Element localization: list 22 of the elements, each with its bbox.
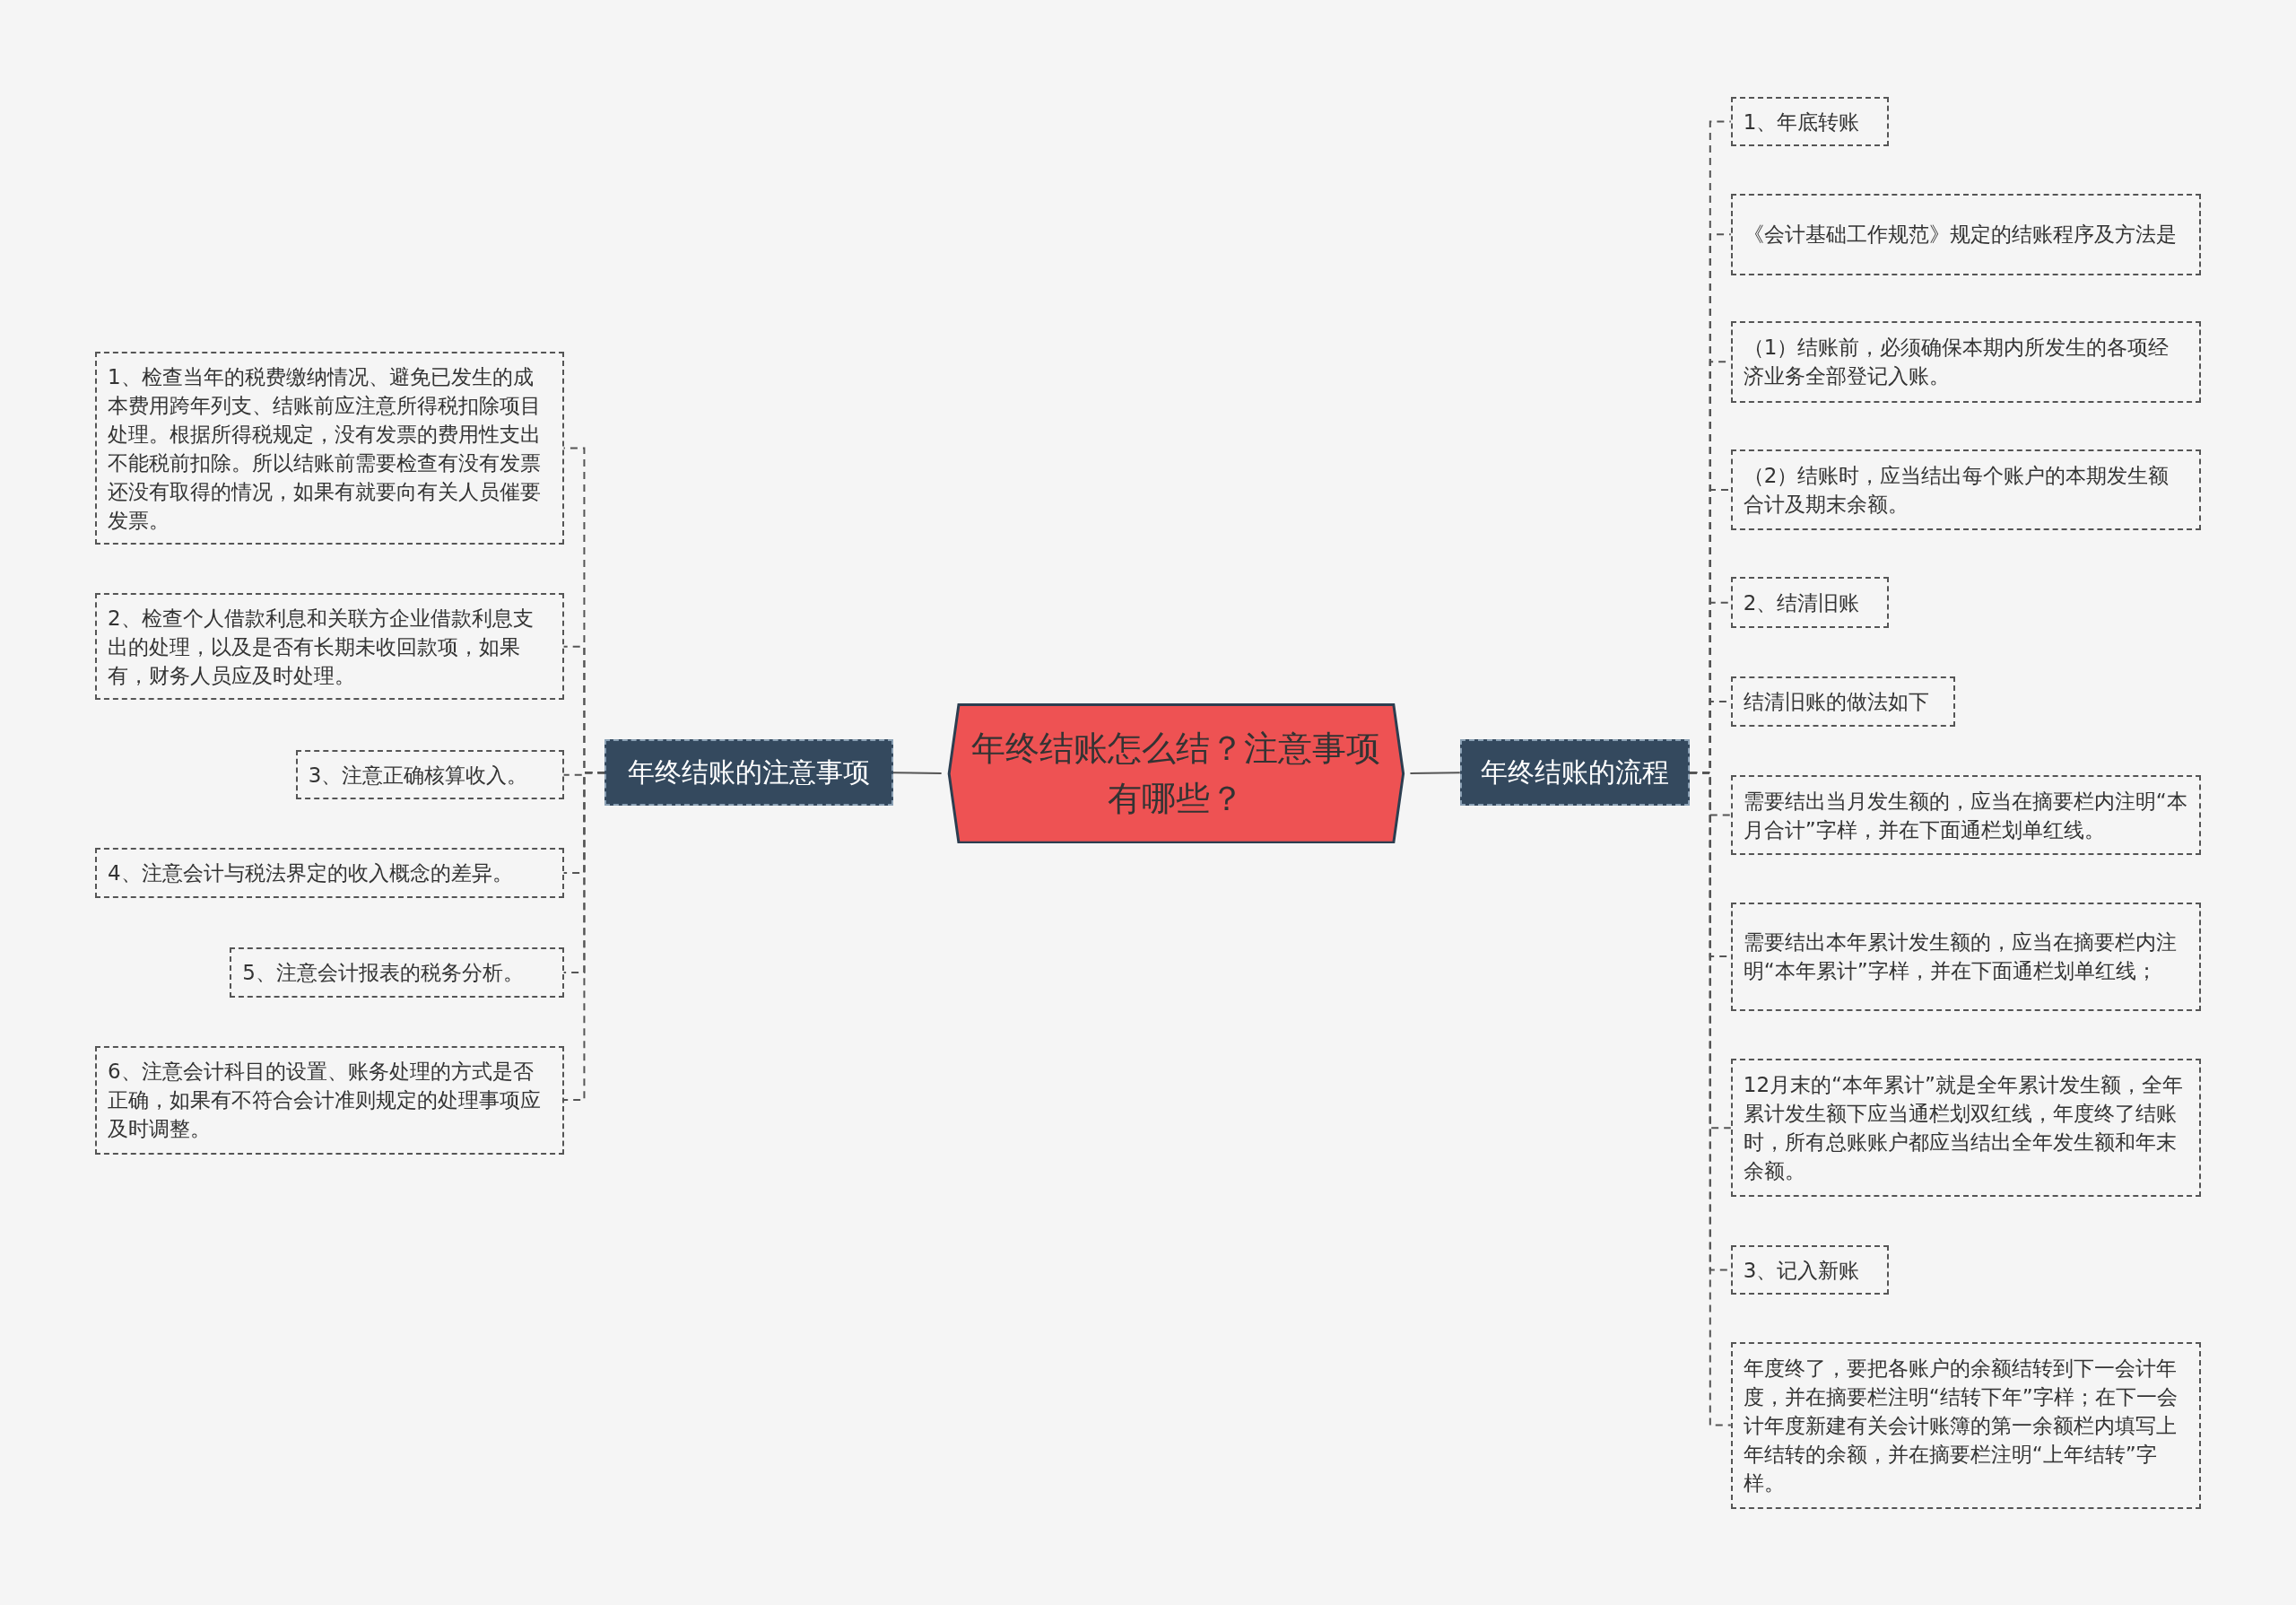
text-box: 12月末的“本年累计”就是全年累计发生额，全年累计发生额下应当通栏划双红线，年度终了结账时，所有总账账户都应当结出全年发生额和年末余额。 (1730, 1059, 2201, 1197)
branch-box: 年终结账的流程 (1459, 739, 1691, 806)
text-box: （1）结账前，必须确保本期内所发生的各项经济业务全部登记入账。 (1730, 320, 2201, 403)
text-box: 2、结清旧账 (1730, 577, 1890, 629)
connector-line (1409, 772, 1461, 775)
text-box: 结清旧账的做法如下 (1730, 676, 1955, 727)
text-box: 需要结出当月发生额的，应当在摘要栏内注明“本月合计”字样，并在下面通栏划单红线。 (1730, 774, 2201, 856)
connector-line (891, 772, 943, 775)
text-box: 《会计基础工作规范》规定的结账程序及方法是 (1730, 193, 2201, 275)
branch-box: 年终结账的注意事项 (604, 739, 893, 806)
text-box: 1、检查当年的税费缴纳情况、避免已发生的成本费用跨年列支、结账前应注意所得税扣除项目处理。根据所得税规定，没有发票的费用性支出不能税前扣除。所以结账前需要检查有没有发票还没有取得的情况，如果有就要向有关人员催要发票。 (95, 351, 564, 545)
connector-line (562, 772, 606, 1102)
text-box: 3、注意正确核算收入。 (295, 749, 564, 800)
text-box: （2）结账时，应当结出每个账户的本期发生额合计及期末余额。 (1730, 449, 2201, 530)
text-box: 5、注意会计报表的税务分析。 (230, 947, 564, 998)
text-box: 年度终了，要把各账户的余额结转到下一会计年度，并在摘要栏注明“结转下年”字样；在下一会计年度新建有关会计账簿的第一余额栏内填写上年结转的余额，并在摘要栏注明“上年结转”字样。 (1730, 1341, 2201, 1509)
text-box: 2、检查个人借款利息和关联方企业借款利息支出的处理，以及是否有长期未收回款项，如果有，财务人员应及时处理。 (95, 593, 564, 701)
text-box: 1、年底转账 (1730, 96, 1890, 147)
text-box: 4、注意会计与税法界定的收入概念的差异。 (95, 848, 564, 898)
text-box: 3、记入新账 (1730, 1244, 1890, 1295)
text-box: 6、注意会计科目的设置、账务处理的方式是否正确，如果有不符合会计准则规定的处理事项应及时调整。 (95, 1045, 564, 1155)
text-box: 需要结出本年累计发生额的，应当在摘要栏内注明“本年累计”字样，并在下面通栏划单红线； (1730, 902, 2201, 1011)
